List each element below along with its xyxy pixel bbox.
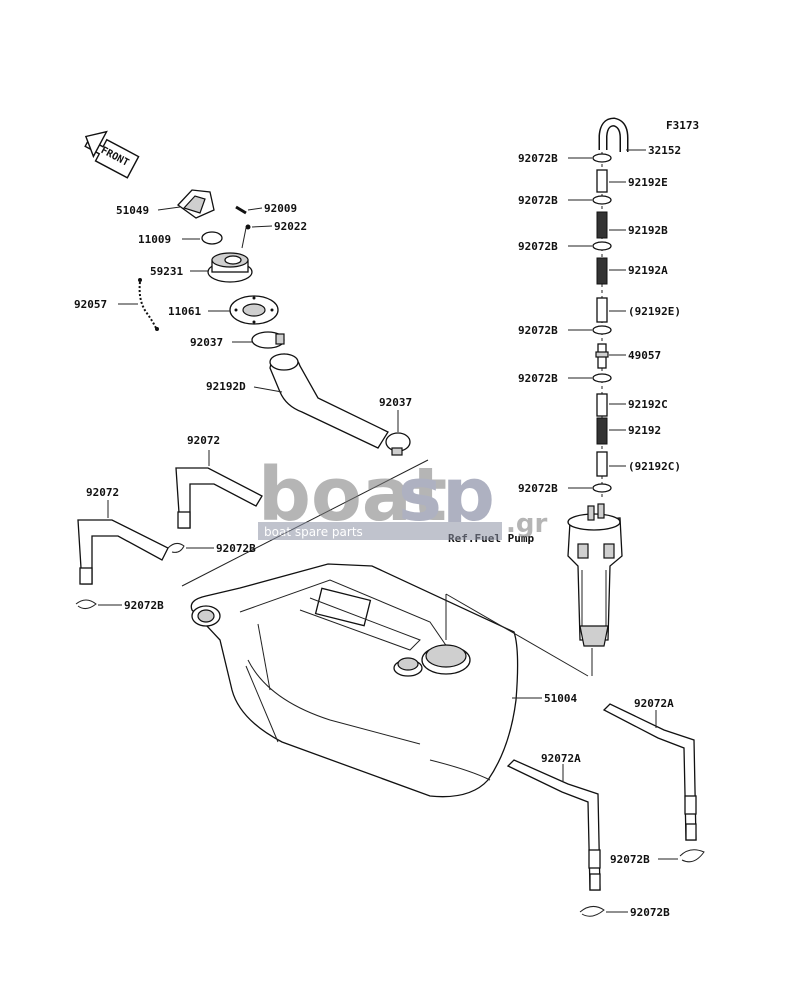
label-49057: 49057 — [628, 349, 661, 362]
clip-part-left-2 — [75, 599, 97, 610]
hose-clamp-lower-part — [385, 432, 411, 456]
label-92072B-left-1: 92072B — [216, 542, 256, 555]
label-92072B-right-4: 92072B — [518, 324, 558, 337]
label-92057: 92057 — [74, 298, 107, 311]
gasket-plate-part — [229, 295, 279, 325]
figure-code: F3173 — [666, 119, 699, 132]
label-92072B-right-8: 92072B — [630, 906, 670, 919]
label-92022: 92022 — [274, 220, 307, 233]
label-92072-b: 92072 — [86, 486, 119, 499]
watermark-tagline: boat spare parts — [264, 525, 363, 539]
clip-part-right-2 — [592, 195, 612, 205]
clip-part-right-5 — [592, 373, 612, 383]
tube-c-lower-part — [596, 451, 608, 477]
label-92072B-right-5: 92072B — [518, 372, 558, 385]
label-59231: 59231 — [150, 265, 183, 278]
clip-part-right-1 — [592, 153, 612, 163]
clip-part-right-3 — [592, 241, 612, 251]
label-92037-b: 92037 — [379, 396, 412, 409]
label-92009: 92009 — [264, 202, 297, 215]
filler-neck-part — [207, 252, 253, 283]
tube-c-part — [596, 393, 608, 417]
elbow-hose-part — [598, 117, 629, 152]
fuel-tank-part — [190, 563, 519, 798]
label-92192E-paren: (92192E) — [628, 305, 681, 318]
tank-strap-right-lower — [506, 759, 601, 891]
label-32152: 32152 — [648, 144, 681, 157]
filler-hose-part — [269, 353, 389, 449]
watermark-suffix: .gr — [506, 509, 547, 539]
label-92192: 92192 — [628, 424, 661, 437]
label-92192C: 92192C — [628, 398, 668, 411]
o-ring-part — [201, 231, 223, 245]
clip-part-right-8 — [579, 906, 605, 917]
label-92072B-right-7: 92072B — [610, 853, 650, 866]
screw-part — [235, 205, 247, 215]
hose-protector-a-part — [596, 257, 608, 285]
clip-part-right-7 — [679, 849, 705, 863]
tank-strap-left-upper — [175, 467, 263, 529]
label-92072B-right-2: 92072B — [518, 194, 558, 207]
joint-part — [595, 343, 609, 369]
short-tube-part — [596, 169, 608, 193]
tube-e-part — [596, 297, 608, 323]
tether-cord-part — [138, 278, 159, 331]
clip-part-right-4 — [592, 325, 612, 335]
watermark: boat sp .gr boat spare parts — [258, 452, 547, 540]
tank-strap-right-upper — [602, 703, 697, 841]
tank-strap-left-lower — [77, 519, 169, 585]
label-92072B-left-2: 92072B — [124, 599, 164, 612]
label-92037-a: 92037 — [190, 336, 223, 349]
label-92192A: 92192A — [628, 264, 668, 277]
label-51049: 51049 — [116, 204, 149, 217]
clip-part-left-1 — [167, 542, 185, 553]
label-92072A-2: 92072A — [541, 752, 581, 765]
label-92072B-right-6: 92072B — [518, 482, 558, 495]
label-92072-a: 92072 — [187, 434, 220, 447]
label-92192B: 92192B — [628, 224, 668, 237]
hose-protector-part — [596, 417, 608, 445]
washer-part — [245, 224, 251, 230]
label-92192E: 92192E — [628, 176, 668, 189]
hose-clamp-part — [251, 331, 285, 349]
label-92072B-right-3: 92072B — [518, 240, 558, 253]
filler-cap-part — [177, 189, 215, 219]
hose-protector-b-part — [596, 211, 608, 239]
label-92072A-1: 92072A — [634, 697, 674, 710]
label-92192D: 92192D — [206, 380, 246, 393]
label-51004: 51004 — [544, 692, 577, 705]
label-92072B-right-1: 92072B — [518, 152, 558, 165]
clip-part-right-6 — [592, 483, 612, 493]
label-11061: 11061 — [168, 305, 201, 318]
label-92192C-paren: (92192C) — [628, 460, 681, 473]
front-arrow-icon: FRONT — [84, 130, 140, 179]
fuel-pump-part — [567, 503, 623, 647]
label-11009: 11009 — [138, 233, 171, 246]
